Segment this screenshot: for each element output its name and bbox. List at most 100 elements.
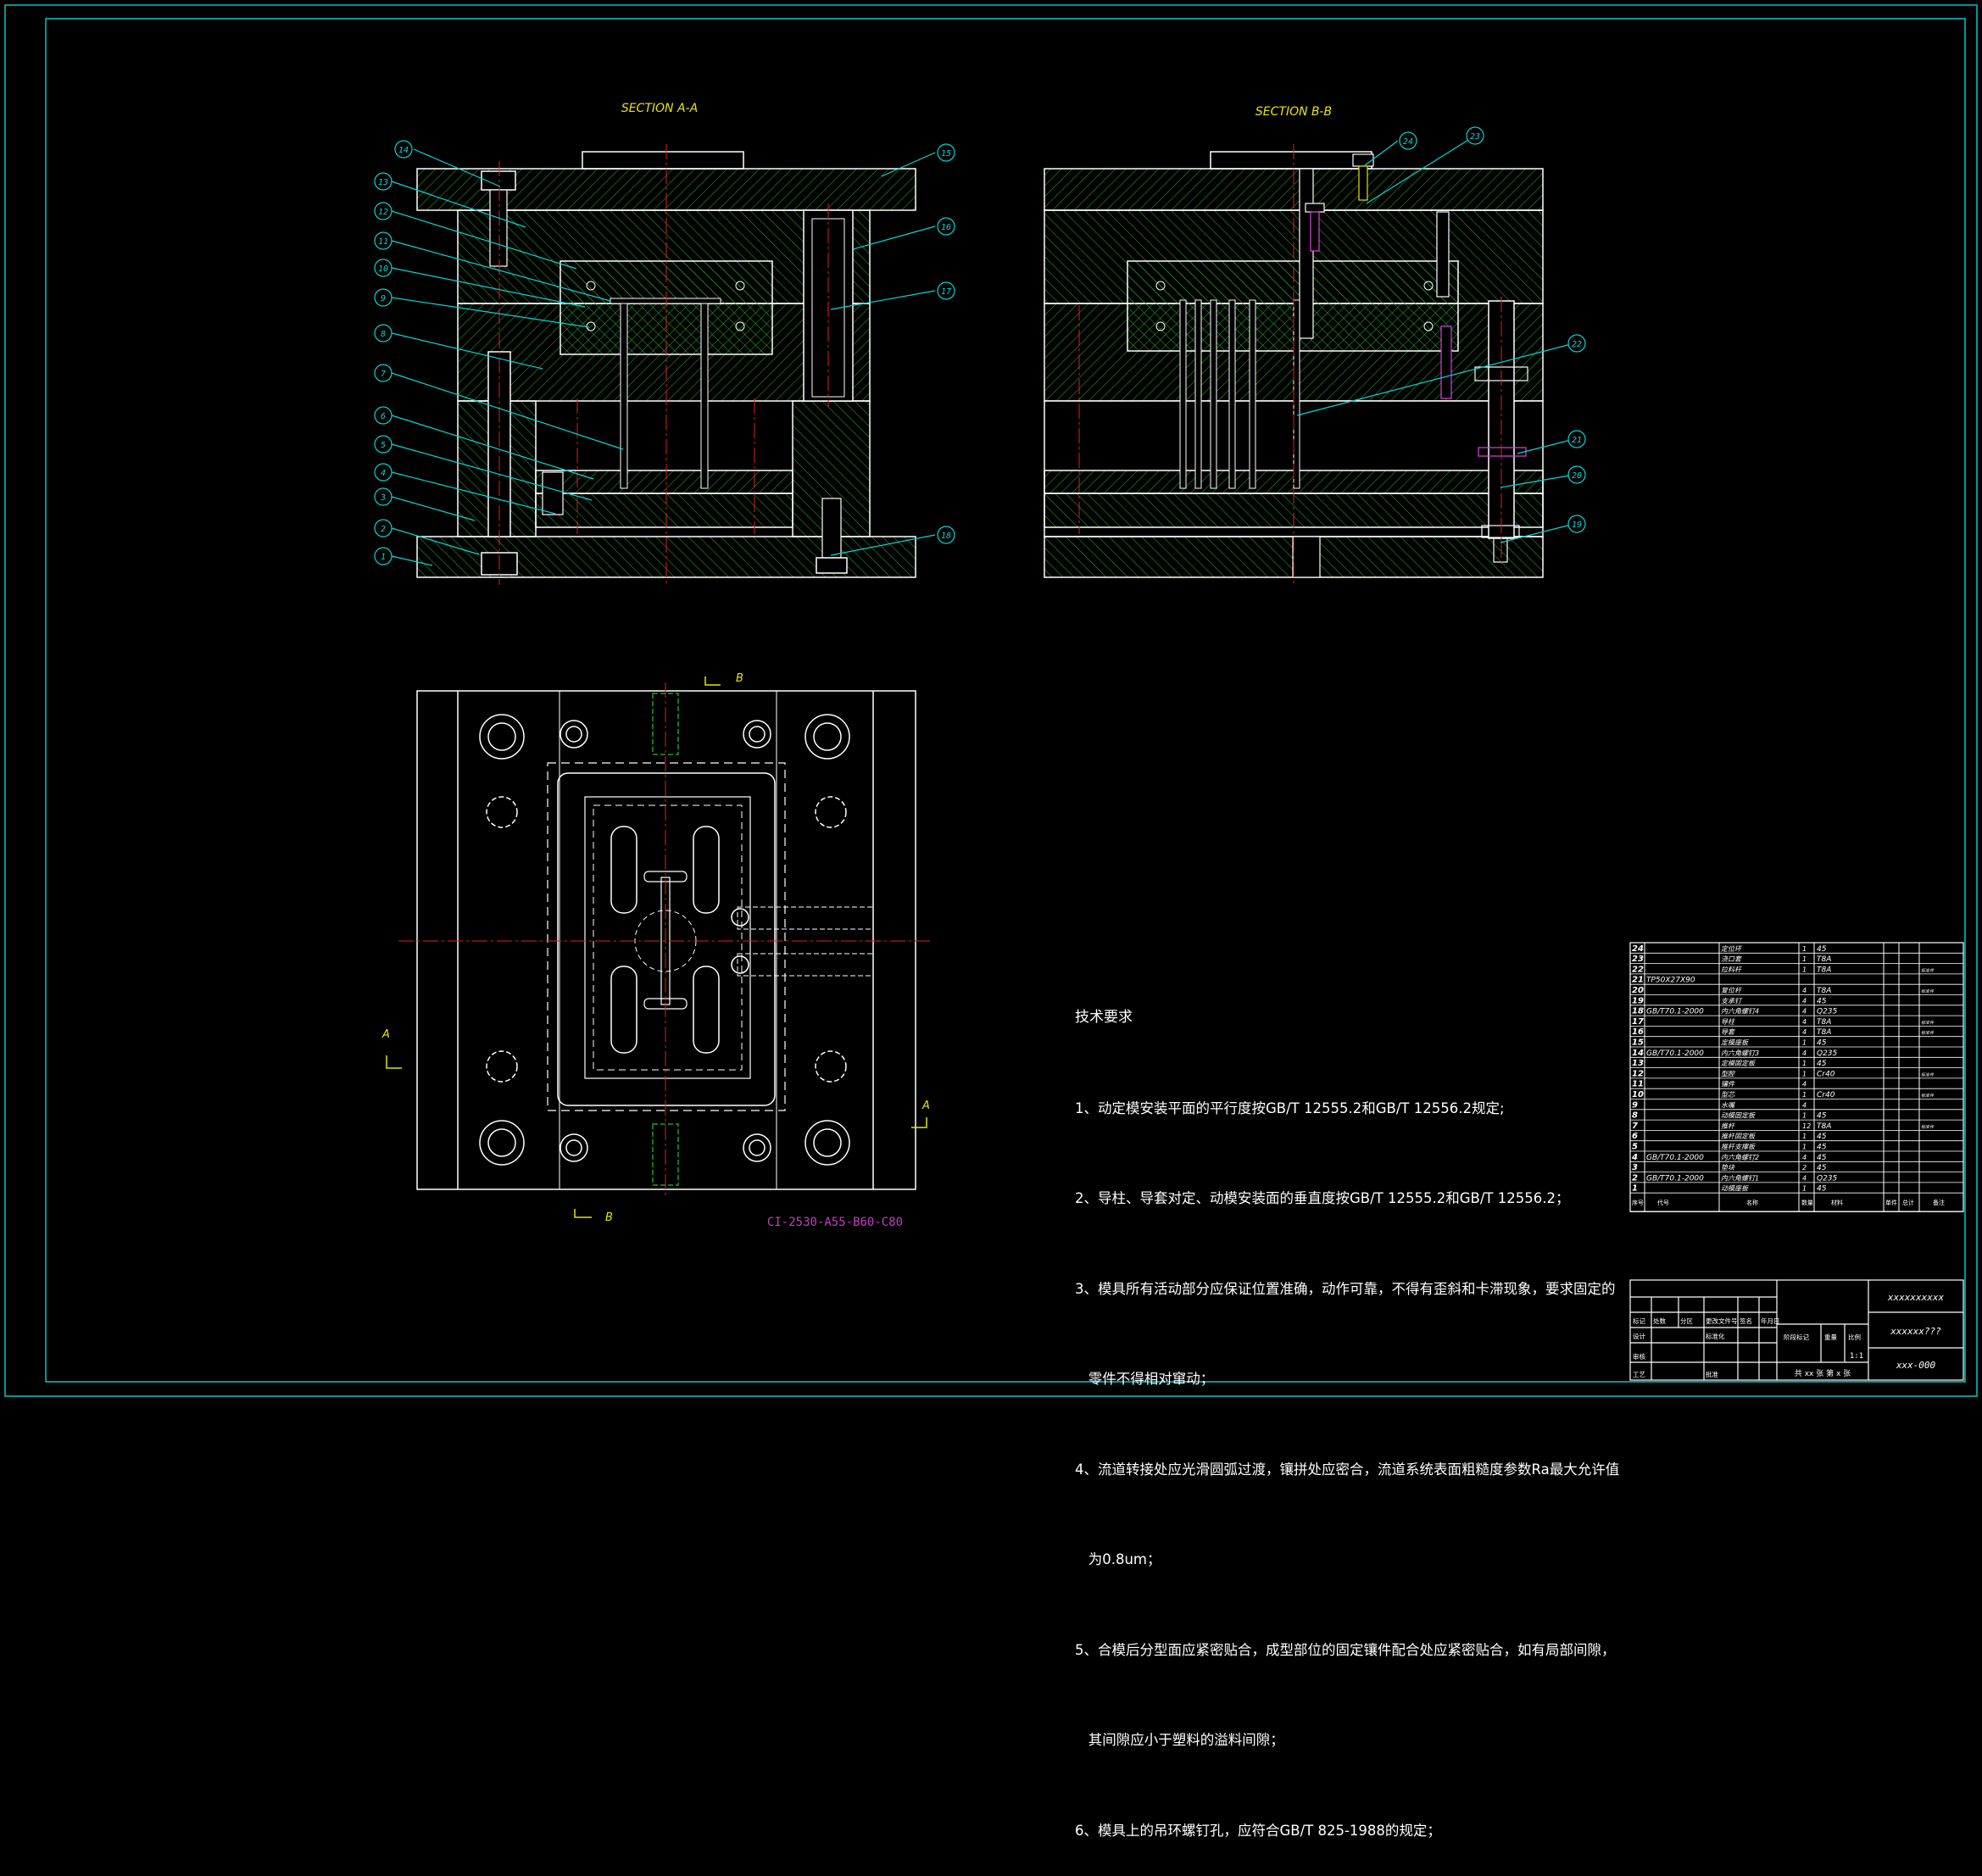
cut-mark-a-left: A bbox=[381, 1028, 390, 1041]
note-line: 为0.8um； bbox=[1075, 1551, 1161, 1567]
plan-centerlines bbox=[398, 682, 931, 1197]
balloon-14: 14 bbox=[394, 140, 413, 159]
balloon-3: 3 bbox=[374, 487, 393, 506]
svg-text:Q235: Q235 bbox=[1817, 1049, 1838, 1058]
section-a-view: SECTION A-A bbox=[416, 102, 916, 585]
svg-text:5: 5 bbox=[381, 441, 386, 450]
tb-label-change: 更改文件号 bbox=[1706, 1317, 1738, 1325]
balloon-18: 18 bbox=[937, 526, 955, 544]
svg-text:45: 45 bbox=[1817, 1144, 1827, 1152]
balloon-9: 9 bbox=[374, 288, 393, 307]
svg-text:标准件: 标准件 bbox=[1921, 1020, 1935, 1026]
balloon-11: 11 bbox=[374, 231, 393, 250]
tb-label-scale: 比例 bbox=[1848, 1333, 1861, 1341]
svg-text:镶件: 镶件 bbox=[1721, 1081, 1735, 1088]
part-code: CI-2530-A55-B60-C80 bbox=[767, 1216, 903, 1229]
svg-text:8: 8 bbox=[381, 330, 386, 339]
bom-header-cell: 备注 bbox=[1933, 1199, 1945, 1206]
svg-text:14: 14 bbox=[1632, 1049, 1644, 1058]
bom-header-cell: 单件 bbox=[1885, 1199, 1897, 1206]
svg-text:推杆固定板: 推杆固定板 bbox=[1721, 1133, 1756, 1140]
svg-text:24: 24 bbox=[1403, 137, 1413, 147]
tb-label-standard: 标准化 bbox=[1706, 1332, 1725, 1340]
svg-text:10: 10 bbox=[1632, 1090, 1644, 1099]
svg-text:拉料杆: 拉料杆 bbox=[1721, 966, 1743, 973]
svg-text:1: 1 bbox=[1802, 1070, 1807, 1077]
svg-text:12: 12 bbox=[1632, 1069, 1644, 1078]
svg-text:9: 9 bbox=[381, 294, 386, 303]
outer-border bbox=[4, 4, 1978, 1397]
svg-text:22: 22 bbox=[1572, 340, 1582, 349]
balloon-23: 23 bbox=[1466, 126, 1484, 145]
tb-label-design: 设计 bbox=[1633, 1332, 1646, 1340]
svg-text:4: 4 bbox=[1802, 987, 1807, 994]
svg-text:19: 19 bbox=[1572, 520, 1582, 530]
balloon-22: 22 bbox=[1567, 334, 1586, 353]
svg-text:12: 12 bbox=[378, 208, 388, 217]
section-b-view: SECTION B-B bbox=[1044, 105, 1544, 585]
svg-text:1: 1 bbox=[1632, 1184, 1638, 1194]
note-line: 其间隙应小于塑料的溢料间隙； bbox=[1075, 1732, 1284, 1748]
svg-text:23: 23 bbox=[1632, 955, 1644, 964]
svg-text:20: 20 bbox=[1572, 471, 1582, 481]
svg-text:Cr40: Cr40 bbox=[1817, 1091, 1835, 1099]
svg-text:水嘴: 水嘴 bbox=[1721, 1101, 1736, 1109]
technical-requirements: 技术要求 1、动定模安装平面的平行度按GB/T 12555.2和GB/T 125… bbox=[1075, 943, 1619, 1876]
svg-text:内六角螺钉3: 内六角螺钉3 bbox=[1721, 1049, 1759, 1057]
svg-text:16: 16 bbox=[1632, 1027, 1644, 1037]
svg-text:14: 14 bbox=[398, 146, 409, 155]
balloon-21: 21 bbox=[1567, 430, 1586, 448]
note-line: 4、流道转接处应光滑圆弧过渡，镶拼处应密合，流道系统表面粗糙度参数Ra最大允许值 bbox=[1075, 1461, 1620, 1478]
balloon-6: 6 bbox=[374, 406, 393, 425]
svg-text:13: 13 bbox=[378, 178, 388, 187]
svg-text:45: 45 bbox=[1817, 1112, 1827, 1121]
title-block-labels: 标记 处数 分区 更改文件号 签名 年月日 设计 标准化 阶段标记 重量 比例 … bbox=[1633, 1317, 1861, 1378]
svg-text:7: 7 bbox=[381, 370, 386, 379]
svg-text:4: 4 bbox=[1802, 1028, 1807, 1036]
balloon-5: 5 bbox=[374, 435, 393, 454]
svg-text:15: 15 bbox=[1632, 1038, 1644, 1048]
svg-text:4: 4 bbox=[1802, 1018, 1807, 1026]
svg-text:45: 45 bbox=[1817, 1060, 1827, 1068]
svg-text:4: 4 bbox=[1802, 1174, 1807, 1182]
svg-text:4: 4 bbox=[1802, 1154, 1807, 1161]
svg-text:导柱: 导柱 bbox=[1721, 1018, 1735, 1026]
svg-text:内六角螺钉4: 内六角螺钉4 bbox=[1721, 1008, 1759, 1016]
tb-label-process: 工艺 bbox=[1633, 1371, 1645, 1378]
svg-text:推杆: 推杆 bbox=[1721, 1122, 1736, 1130]
svg-text:8: 8 bbox=[1632, 1111, 1638, 1121]
svg-text:导套: 导套 bbox=[1721, 1028, 1735, 1036]
balloon-12: 12 bbox=[374, 202, 393, 220]
note-line: 零件不得相对窜动； bbox=[1075, 1371, 1215, 1387]
balloon-19: 19 bbox=[1567, 515, 1586, 533]
tb-label-approve: 批准 bbox=[1706, 1370, 1719, 1378]
tb-label-review: 审核 bbox=[1633, 1352, 1646, 1361]
svg-text:10: 10 bbox=[378, 264, 388, 274]
svg-text:4: 4 bbox=[1802, 1008, 1807, 1016]
svg-text:45: 45 bbox=[1817, 1039, 1827, 1048]
title-block bbox=[1629, 1279, 1964, 1381]
svg-text:1: 1 bbox=[1802, 1060, 1807, 1067]
plan-cut-marks bbox=[386, 676, 927, 1218]
balloon-7: 7 bbox=[374, 364, 393, 382]
tb-label-mark: 标记 bbox=[1633, 1317, 1646, 1325]
svg-text:11: 11 bbox=[1632, 1080, 1644, 1089]
svg-text:1: 1 bbox=[1802, 1039, 1807, 1047]
bom-header-cell: 代号 bbox=[1657, 1199, 1669, 1206]
svg-text:3: 3 bbox=[1632, 1163, 1638, 1172]
svg-text:21: 21 bbox=[1572, 436, 1582, 445]
